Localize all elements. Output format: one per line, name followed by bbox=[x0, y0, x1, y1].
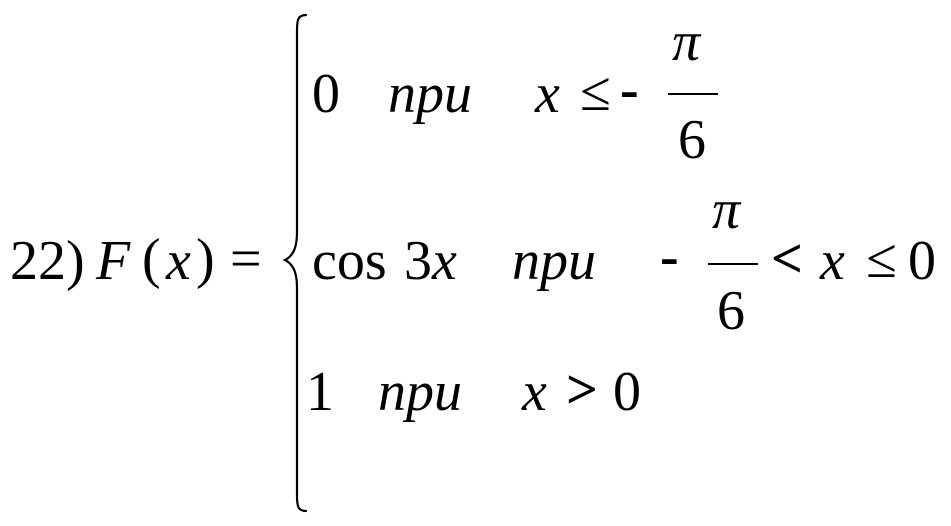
case-1-fraction-bar bbox=[668, 93, 718, 95]
case-2-fraction-denominator: 6 bbox=[717, 280, 745, 342]
case-1-word: npu bbox=[388, 63, 472, 125]
function-argument: x bbox=[166, 230, 191, 292]
case-1-variable: x bbox=[535, 63, 560, 125]
case-2-fraction-bar bbox=[708, 263, 758, 265]
case-2-bound: 0 bbox=[908, 230, 936, 292]
case-3-bound: 0 bbox=[613, 361, 641, 423]
case-1-minus: - bbox=[620, 59, 639, 121]
open-paren: ( bbox=[142, 228, 161, 290]
case-2-minus: - bbox=[660, 226, 679, 288]
left-brace-icon bbox=[282, 13, 308, 513]
case-1-fraction-denominator: 6 bbox=[678, 109, 706, 171]
case-2-word: npu bbox=[512, 230, 596, 292]
formula-number: 22) bbox=[10, 230, 85, 292]
case-2-less-equal: ≤ bbox=[866, 228, 897, 290]
case-2-less-than: < bbox=[771, 228, 803, 290]
close-paren: ) bbox=[196, 228, 215, 290]
case-2-fraction-numerator: π bbox=[712, 179, 741, 241]
case-3-word: npu bbox=[378, 361, 462, 423]
equals-sign: = bbox=[230, 228, 262, 290]
case-1-expression: 0 bbox=[312, 63, 340, 125]
case-1-relation: ≤ bbox=[580, 61, 611, 123]
case-1-fraction-numerator: π bbox=[672, 11, 701, 73]
case-2-variable-x: x bbox=[432, 230, 457, 292]
case-3-greater-than: > bbox=[566, 359, 598, 421]
case-2-coefficient: 3 bbox=[404, 230, 432, 292]
case-2-function: cos bbox=[312, 230, 387, 292]
case-3-variable: x bbox=[522, 361, 547, 423]
case-3-expression: 1 bbox=[306, 361, 334, 423]
case-2-variable: x bbox=[820, 230, 845, 292]
function-name: F bbox=[96, 230, 131, 292]
